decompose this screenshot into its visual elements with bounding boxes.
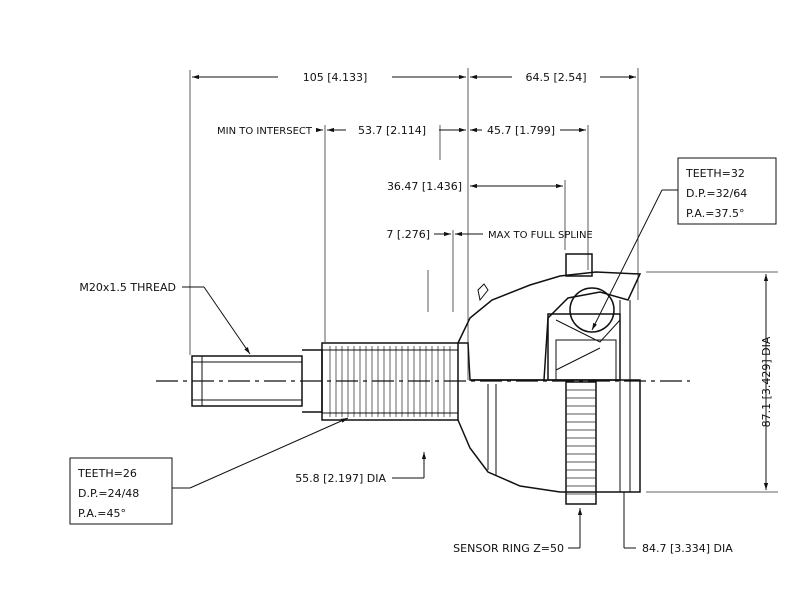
dim-min-to-intersect: 53.7 [2.114]: [358, 124, 426, 137]
sensor-ring: [565, 381, 597, 505]
dim-outer-diameter: 84.7 [3.334] DIA: [642, 542, 733, 555]
spec-inner-dp: D.P.=32/64: [686, 187, 747, 200]
dim-shaft-diameter: 55.8 [2.197] DIA: [295, 472, 386, 485]
max-to-full-spline-label: MAX TO FULL SPLINE: [488, 230, 593, 241]
dim-overall-length: 105 [4.133]: [303, 71, 368, 84]
spec-box-outer: [69, 457, 173, 525]
dim-to-spline-center: 45.7 [1.799]: [487, 124, 555, 137]
spec-outer-pa: P.A.=45°: [78, 507, 126, 520]
thread-label: M20x1.5 THREAD: [79, 281, 176, 294]
dim-small-offset: 7 [.276]: [386, 228, 430, 241]
inner-race: [547, 253, 621, 381]
min-to-intersect-label: MIN TO INTERSECT: [217, 126, 313, 137]
sensor-ring-label: SENSOR RING Z=50: [453, 542, 564, 555]
spec-box-inner: [677, 157, 777, 225]
spec-outer-teeth: TEETH=26: [77, 467, 137, 480]
dim-housing-diameter: 87.1 [3.429] DIA: [760, 336, 773, 427]
dimension-lines: [172, 74, 769, 549]
spec-inner-teeth: TEETH=32: [685, 167, 745, 180]
dim-spline-offset: 36.47 [1.436]: [387, 180, 462, 193]
spec-inner-pa: P.A.=37.5°: [686, 207, 744, 220]
spec-outer-dp: D.P.=24/48: [78, 487, 139, 500]
dim-cv-length: 64.5 [2.54]: [525, 71, 586, 84]
extension-lines: [189, 68, 778, 493]
